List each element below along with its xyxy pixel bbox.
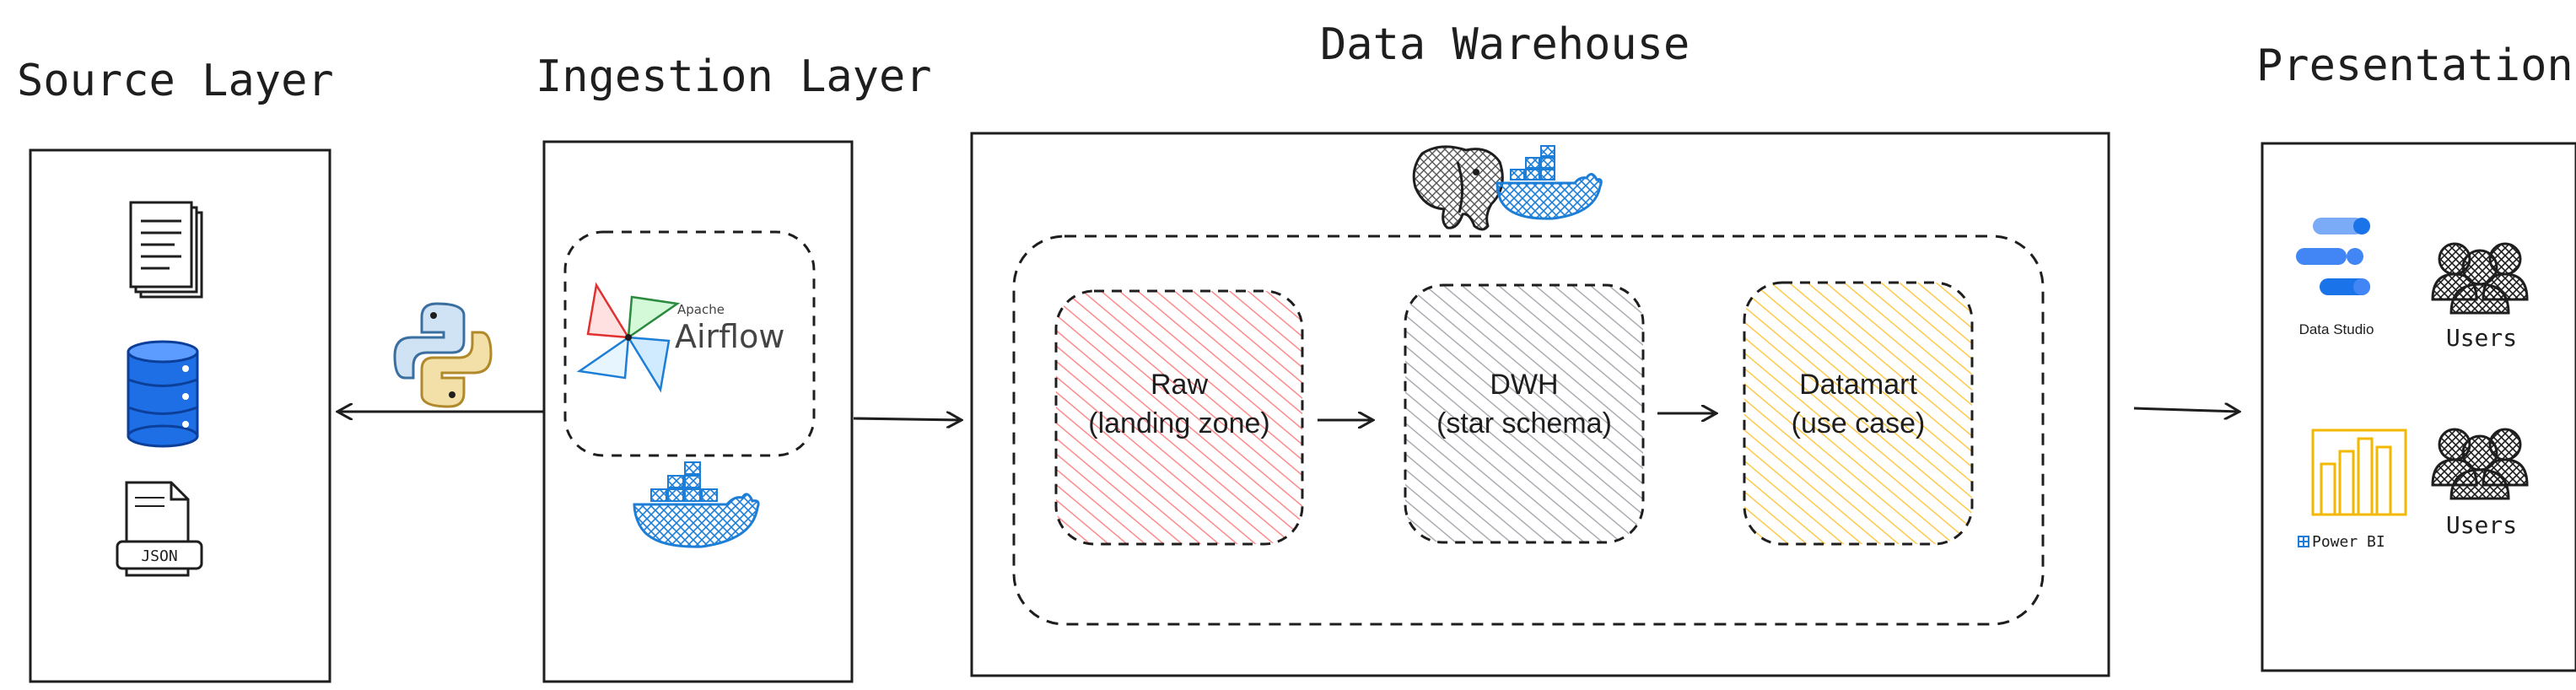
arrow-ingestion-to-warehouse [853, 418, 962, 420]
airflow-apache-label: Apache [677, 302, 725, 317]
ingestion-layer-title: Ingestion Layer [536, 51, 932, 102]
stage-raw: Raw (landing zone) [1054, 289, 1304, 546]
stage-dwh-subtitle: (star schema) [1436, 407, 1612, 439]
users-label-2: Users [2446, 511, 2517, 539]
stage-datamart-title: Datamart [1799, 369, 1917, 401]
stage-datamart: Datamart (use case) [1743, 281, 1974, 546]
source-layer-box [29, 148, 331, 683]
docker-icon [633, 461, 760, 548]
presentation-title: Presentation [2256, 40, 2573, 91]
data-warehouse-box [970, 132, 2110, 677]
data-studio-icon [2296, 218, 2370, 295]
stage-dwh-title: DWH [1490, 369, 1558, 401]
stage-raw-title: Raw [1151, 369, 1208, 401]
stage-dwh: DWH (star schema) [1404, 283, 1645, 544]
json-file-icon: JSON [116, 481, 203, 577]
docker-icon [1495, 145, 1603, 220]
presentation-box [2261, 142, 2576, 672]
data-studio-label: Data Studio [2299, 321, 2374, 337]
power-bi-label: Power BI [2312, 533, 2385, 551]
document-icon [129, 201, 203, 299]
users-label-1: Users [2446, 324, 2517, 352]
json-label: JSON [141, 547, 177, 565]
ingestion-layer-box [542, 140, 854, 683]
airflow-label: Airflow [675, 318, 784, 355]
source-layer-title: Source Layer [17, 56, 334, 106]
stage-datamart-subtitle: (use case) [1792, 407, 1926, 439]
data-warehouse-title: Data Warehouse [1320, 19, 1689, 70]
power-bi-grid-icon [2298, 536, 2309, 547]
users-icon [2431, 242, 2529, 315]
python-icon [393, 302, 493, 408]
postgres-icon [1412, 145, 1504, 231]
users-icon [2431, 428, 2529, 500]
airflow-icon [576, 282, 681, 393]
database-icon [127, 340, 199, 448]
power-bi-icon [2311, 429, 2407, 516]
arrow-warehouse-to-presentation [2133, 408, 2239, 412]
stage-raw-subtitle: (landing zone) [1088, 407, 1269, 439]
